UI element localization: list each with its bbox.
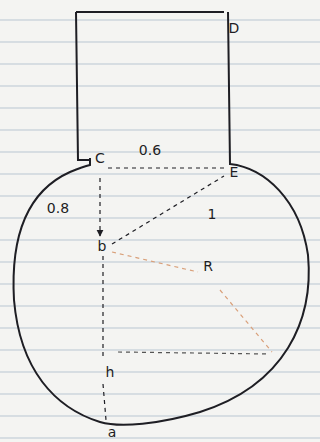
ruled-line	[0, 218, 320, 219]
dimension-label: h	[106, 365, 115, 379]
ruled-line	[0, 42, 320, 43]
ruled-line	[0, 240, 320, 241]
dimension-label: R	[203, 259, 213, 273]
ruled-line	[0, 86, 320, 87]
ruled-line	[0, 130, 320, 131]
ruled-line	[0, 64, 320, 65]
dashed-line	[103, 256, 106, 420]
ruled-line	[0, 306, 320, 307]
point-label: D	[229, 21, 240, 35]
point-label: a	[108, 425, 117, 439]
point-label: C	[95, 151, 105, 165]
ruled-line	[0, 328, 320, 329]
dashed-line	[118, 352, 270, 354]
point-label: E	[230, 165, 239, 179]
dashed-arrow	[99, 178, 100, 236]
ruled-line	[0, 394, 320, 395]
ruled-line	[0, 108, 320, 109]
dashed-line	[108, 167, 226, 168]
ruled-line	[0, 284, 320, 285]
vessel-outline	[13, 12, 308, 425]
dimension-label: 0.6	[139, 143, 161, 157]
ruled-line	[0, 438, 320, 439]
dashed-line	[112, 176, 224, 244]
ruled-line	[0, 20, 320, 21]
ruled-line	[0, 350, 320, 351]
dimension-label: 0.8	[47, 201, 69, 215]
ruled-line	[0, 372, 320, 373]
ruled-line	[0, 174, 320, 175]
ruled-line	[0, 196, 320, 197]
paper-lines	[0, 20, 320, 438]
ruled-line	[0, 416, 320, 417]
dimension-label: 1	[208, 207, 217, 221]
ruled-line	[0, 262, 320, 263]
point-label: b	[98, 239, 107, 253]
radius-line	[112, 252, 272, 352]
